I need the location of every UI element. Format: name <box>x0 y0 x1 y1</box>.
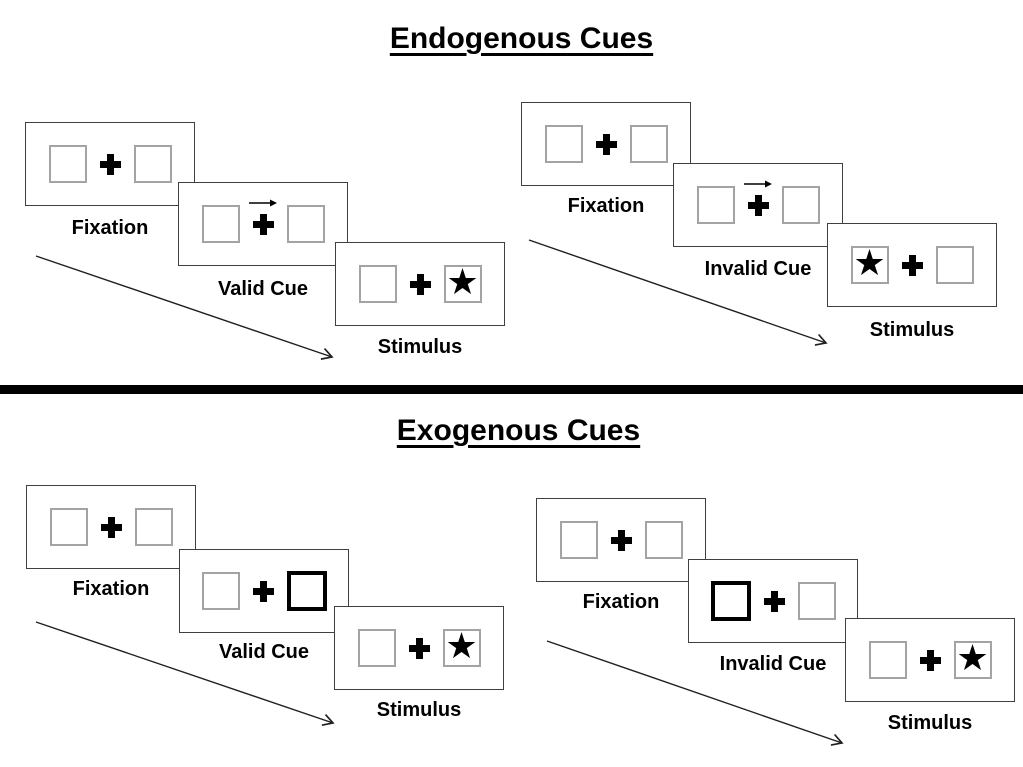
right-box <box>935 246 974 284</box>
fixation-cross-icon <box>409 273 431 295</box>
fixation-cross-icon <box>743 180 772 216</box>
panel-label: Invalid Cue <box>704 258 812 280</box>
target-star-icon: ★ <box>853 242 886 283</box>
panel-label: Invalid Cue <box>719 653 827 675</box>
right-box-cue-highlight <box>286 571 327 611</box>
fixation-panel <box>521 102 691 186</box>
right-box: ★ <box>442 625 481 667</box>
panel-label: Fixation <box>72 578 150 600</box>
fixation-panel <box>26 485 196 569</box>
left-box <box>544 125 583 163</box>
section-title-text: Exogenous Cues <box>396 414 641 447</box>
left-box <box>201 205 240 243</box>
panel-label: Stimulus <box>887 712 973 734</box>
stimulus-panel: ★ <box>334 606 504 690</box>
cue-arrow-right-icon <box>743 180 772 187</box>
fixation-cross-icon <box>100 516 122 538</box>
left-box <box>696 186 735 224</box>
section-title-endogenous: Endogenous Cues <box>10 22 1023 56</box>
panel-label: Stimulus <box>376 699 462 721</box>
fixation-panel <box>25 122 195 206</box>
stimulus-panel: ★ <box>845 618 1015 702</box>
right-box <box>629 125 668 163</box>
fixation-cross-icon <box>595 133 617 155</box>
panel-label: Fixation <box>567 195 645 217</box>
stimulus-panel: ★ <box>827 223 997 307</box>
target-star-icon: ★ <box>445 625 478 666</box>
valid-cue-panel <box>178 182 348 266</box>
panel-label: Stimulus <box>377 336 463 358</box>
panel-label: Fixation <box>71 217 149 239</box>
fixation-cross-icon <box>763 590 785 612</box>
fixation-cross-icon <box>248 199 277 235</box>
fixation-cross-icon <box>610 529 632 551</box>
panel-label: Stimulus <box>869 319 955 341</box>
left-box-cue-highlight <box>710 581 751 621</box>
fixation-cross-icon <box>901 254 923 276</box>
left-box <box>48 145 87 183</box>
right-box <box>133 145 172 183</box>
section-divider <box>0 385 1023 394</box>
right-box <box>134 508 173 546</box>
valid-cue-panel <box>179 549 349 633</box>
right-box <box>286 205 325 243</box>
sequence-arrow <box>35 255 334 360</box>
invalid-cue-panel <box>688 559 858 643</box>
fixation-cross-icon <box>252 580 274 602</box>
right-box <box>781 186 820 224</box>
left-box <box>49 508 88 546</box>
left-box <box>357 629 396 667</box>
right-box: ★ <box>953 637 992 679</box>
cue-arrow-right-icon <box>248 199 277 206</box>
target-star-icon: ★ <box>446 261 479 302</box>
sequence-arrow <box>528 239 828 346</box>
left-box <box>559 521 598 559</box>
fixation-cross-icon <box>408 637 430 659</box>
right-box <box>797 582 836 620</box>
left-box <box>358 265 397 303</box>
fixation-cross-icon <box>99 153 121 175</box>
invalid-cue-panel <box>673 163 843 247</box>
left-box <box>868 641 907 679</box>
target-star-icon: ★ <box>956 637 989 678</box>
fixation-cross-icon <box>919 649 941 671</box>
left-box: ★ <box>850 242 889 284</box>
section-title-exogenous: Exogenous Cues <box>7 414 1023 448</box>
sequence-arrow <box>35 621 335 726</box>
panel-label: Valid Cue <box>218 641 310 663</box>
panel-label: Fixation <box>582 591 660 613</box>
stimulus-panel: ★ <box>335 242 505 326</box>
fixation-panel <box>536 498 706 582</box>
section-title-text: Endogenous Cues <box>389 22 654 55</box>
panel-label: Valid Cue <box>217 278 309 300</box>
left-box <box>201 572 240 610</box>
right-box <box>644 521 683 559</box>
right-box: ★ <box>443 261 482 303</box>
